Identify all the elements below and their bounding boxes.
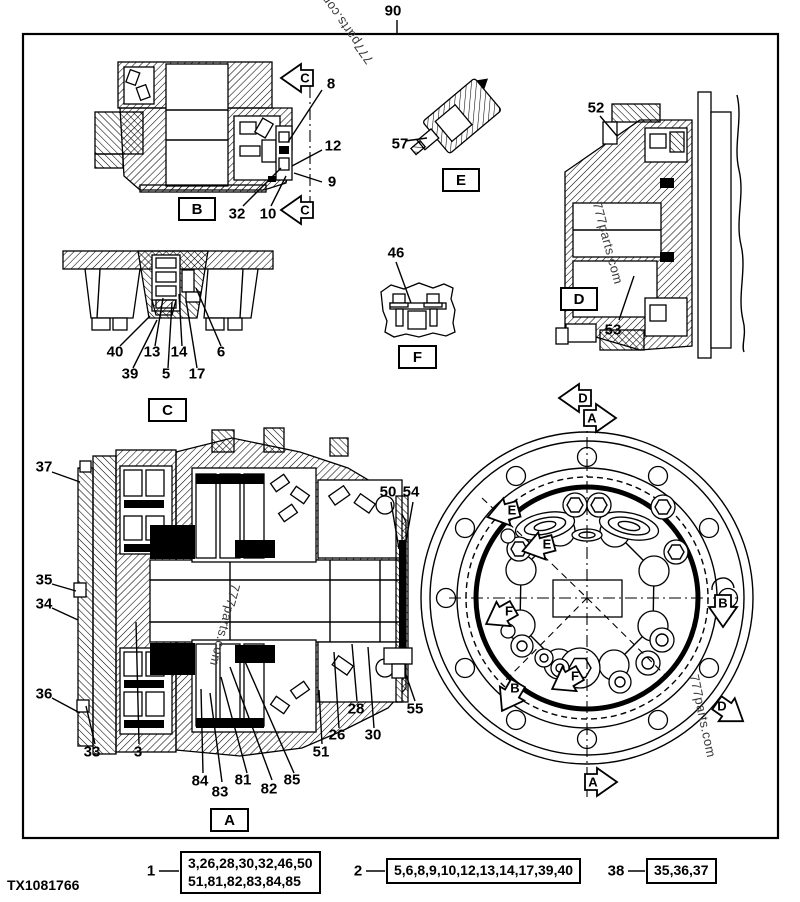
callout-84: 84	[191, 772, 209, 790]
arrow-letter-c-top: C	[300, 70, 310, 86]
arrow-letter-e-outer: E	[507, 502, 517, 518]
callout-54: 54	[402, 483, 420, 501]
callout-55: 55	[406, 700, 424, 718]
legend-ref-38: 38	[607, 862, 625, 880]
view-a-drawing	[73, 427, 413, 757]
callout-85: 85	[283, 771, 301, 789]
callout-6: 6	[216, 343, 226, 361]
view-label-e: E	[442, 168, 480, 192]
arrow-letter-d-lower: D	[717, 698, 727, 714]
callout-14: 14	[170, 343, 188, 361]
callout-32: 32	[228, 205, 246, 223]
arrow-letter-a-bottom: A	[588, 774, 598, 790]
leader-lines	[51, 89, 645, 872]
legend-ref-1: 1	[146, 862, 156, 880]
callout-50: 50	[379, 483, 397, 501]
arrow-letter-d-top: D	[578, 390, 588, 406]
legend-line: 5,6,8,9,10,12,13,14,17,39,40	[394, 862, 574, 878]
callout-36: 36	[35, 685, 53, 703]
view-e-drawing	[409, 78, 501, 156]
callout-82: 82	[260, 780, 278, 798]
arrow-letter-f-inner: F	[571, 668, 579, 684]
view-label-c: C	[148, 398, 187, 422]
view-f-drawing	[380, 282, 456, 338]
page-frame	[21, 20, 780, 840]
callout-39: 39	[121, 365, 139, 383]
callout-5: 5	[161, 365, 171, 383]
callout-8: 8	[326, 75, 336, 93]
legend-box-2: 5,6,8,9,10,12,13,14,17,39,40	[386, 858, 582, 884]
legend-ref-2: 2	[353, 862, 363, 880]
callout-12: 12	[324, 137, 342, 155]
legend-box-38: 35,36,37	[646, 858, 717, 884]
legend-box-1: 3,26,28,30,32,46,50 51,81,82,83,84,85	[180, 851, 321, 894]
callout-51: 51	[312, 743, 330, 761]
view-label-d: D	[560, 287, 598, 311]
view-b-drawing	[94, 61, 311, 202]
arrow-letter-f-outer: F	[505, 603, 513, 619]
view-letter: D	[573, 290, 585, 308]
view-label-b: B	[178, 197, 216, 221]
callout-28: 28	[347, 700, 365, 718]
arrow-letter-c-bottom: C	[300, 202, 310, 218]
arrow-letter-b-right: B	[718, 595, 728, 611]
legend-line: 51,81,82,83,84,85	[188, 872, 301, 889]
callout-3: 3	[133, 743, 143, 761]
view-letter: C	[162, 401, 173, 419]
callout-13: 13	[143, 343, 161, 361]
view-label-f: F	[398, 345, 437, 369]
view-letter: B	[191, 200, 203, 218]
callout-53: 53	[604, 321, 622, 339]
callout-26: 26	[328, 726, 346, 744]
callout-46: 46	[387, 244, 405, 262]
legend-line: 35,36,37	[654, 862, 709, 878]
callout-37: 37	[35, 458, 53, 476]
arrow-letter-a-top: A	[587, 410, 597, 426]
callout-17: 17	[188, 365, 206, 383]
callout-9: 9	[327, 173, 337, 191]
legend-line: 3,26,28,30,32,46,50	[188, 855, 313, 871]
callout-52: 52	[587, 99, 605, 117]
view-c-drawing	[62, 250, 274, 331]
callout-30: 30	[364, 726, 382, 744]
callout-34: 34	[35, 595, 53, 613]
arrow-letter-e-inner: E	[542, 536, 552, 552]
view-d-drawing	[555, 91, 746, 359]
view-letter: A	[224, 811, 235, 829]
callout-57: 57	[391, 135, 409, 153]
callout-40: 40	[106, 343, 124, 361]
callout-90: 90	[384, 2, 402, 20]
arrow-letter-b-lower: B	[510, 680, 520, 696]
view-letter: E	[455, 171, 466, 189]
callout-81: 81	[234, 771, 252, 789]
view-letter: F	[412, 348, 423, 366]
view-end-drawing	[420, 393, 754, 797]
callout-35: 35	[35, 571, 53, 589]
view-label-a: A	[210, 808, 249, 832]
drawing-number: TX1081766	[7, 877, 80, 893]
callout-83: 83	[211, 783, 229, 801]
callout-33: 33	[83, 743, 101, 761]
callout-10: 10	[259, 205, 277, 223]
